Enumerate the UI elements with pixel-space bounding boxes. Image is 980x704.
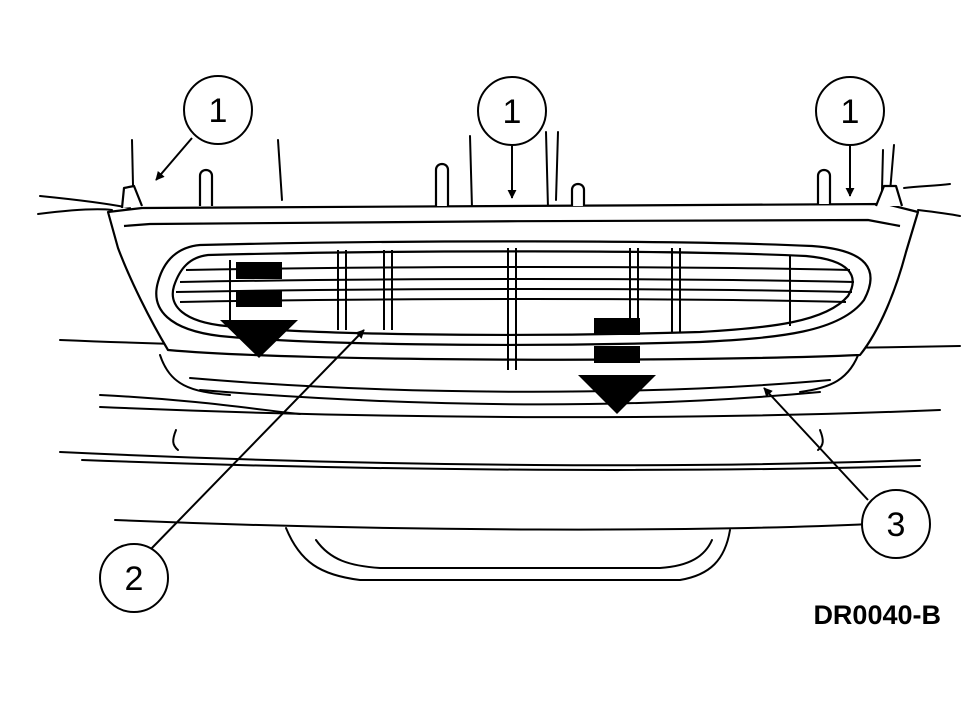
motion-arrow-left [220,262,298,358]
grille-opening-outer [155,240,872,346]
top-clip-left [120,184,144,209]
callout-1b: 1 [477,76,547,146]
grille-opening-inner [171,250,854,336]
motion-arrow-right [578,318,656,414]
callout-1c: 1 [815,76,885,146]
leader-lines [149,137,869,551]
svg-text:3: 3 [887,506,906,544]
top-clip-right [874,184,904,207]
leader-2 [149,329,365,551]
svg-text:2: 2 [125,560,144,598]
callouts: 1 1 1 2 3 [99,75,931,613]
callout-1a: 1 [183,75,253,145]
post-1 [198,168,214,206]
svg-text:1: 1 [209,92,228,130]
svg-text:1: 1 [841,93,860,131]
post-2 [434,162,450,206]
svg-text:1: 1 [503,93,522,131]
leader-3 [763,387,869,501]
post-3 [570,182,586,206]
grille-assembly [106,162,920,370]
leader-1a [155,137,193,181]
callout-2: 2 [99,543,169,613]
callout-3: 3 [861,489,931,559]
figure-code: DR0040-B [813,600,941,630]
post-4 [816,168,832,204]
